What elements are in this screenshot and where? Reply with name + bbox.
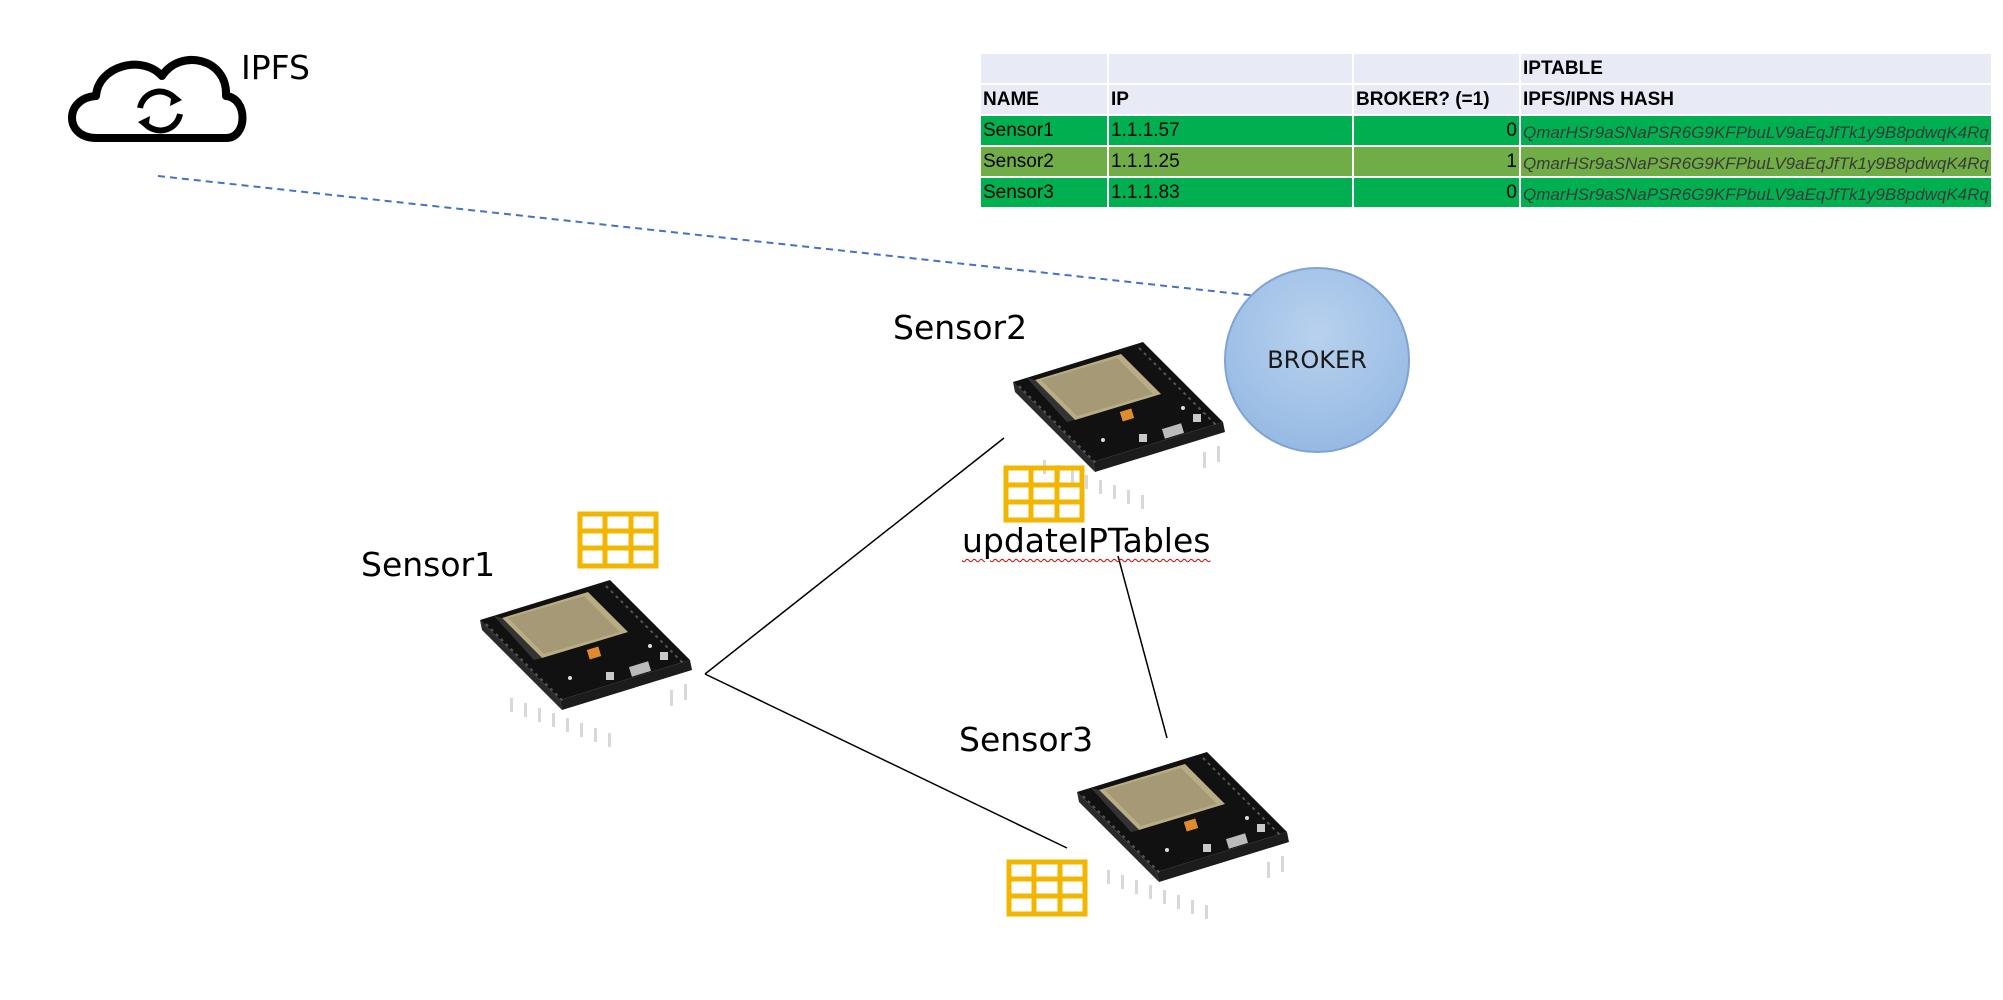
header-broker: BROKER? (=1): [1352, 83, 1521, 116]
cell-name: Sensor2: [979, 145, 1109, 178]
sensor1-board-icon: [479, 579, 693, 748]
cell-name: Sensor1: [979, 114, 1109, 147]
cell-ip: 1.1.1.25: [1107, 145, 1354, 178]
sensor2-table-icon: [1006, 468, 1082, 520]
cell-hash: QmarHSr9aSNaPSR6G9KFPbuLV9aEqJfTk1y9B8pd…: [1519, 176, 1993, 209]
sensor3-label: Sensor3: [959, 720, 1094, 759]
table-header-row: NAME IP BROKER? (=1) IPFS/IPNS HASH: [979, 83, 1993, 116]
sensor3-table-icon: [1009, 862, 1085, 914]
sensor-links: [704, 437, 1168, 849]
table-row: Sensor1 1.1.1.57 0 QmarHSr9aSNaPSR6G9KFP…: [979, 114, 1993, 147]
link-sensor1-sensor3: [704, 673, 1068, 849]
header-hash: IPFS/IPNS HASH: [1519, 83, 1993, 116]
broker-node: BROKER: [1224, 267, 1410, 453]
ip-table: IPTABLE NAME IP BROKER? (=1) IPFS/IPNS H…: [979, 52, 1993, 209]
cell-hash: QmarHSr9aSNaPSR6G9KFPbuLV9aEqJfTk1y9B8pd…: [1519, 114, 1993, 147]
update-iptables-label: updateIPTables: [962, 521, 1211, 560]
cell-ip: 1.1.1.57: [1107, 114, 1354, 147]
sensor3-board-icon: [1076, 751, 1290, 920]
table-row: Sensor2 1.1.1.25 1 QmarHSr9aSNaPSR6G9KFP…: [979, 145, 1993, 178]
table-title: IPTABLE: [1519, 52, 1993, 85]
cell-broker: 0: [1352, 176, 1521, 209]
broker-label: BROKER: [1267, 346, 1367, 374]
header-name: NAME: [979, 83, 1109, 116]
ipfs-label: IPFS: [241, 48, 310, 87]
sensor1-table-icon: [580, 514, 656, 566]
ipfs-broker-link: [157, 175, 1259, 297]
sensor1-label: Sensor1: [361, 545, 496, 584]
cell-broker: 0: [1352, 114, 1521, 147]
table-title-row: IPTABLE: [979, 52, 1993, 85]
link-sensor1-sensor2: [704, 437, 1005, 675]
table-row: Sensor3 1.1.1.83 0 QmarHSr9aSNaPSR6G9KFP…: [979, 176, 1993, 209]
cell-broker: 1: [1352, 145, 1521, 178]
cell-hash: QmarHSr9aSNaPSR6G9KFPbuLV9aEqJfTk1y9B8pd…: [1519, 145, 1993, 178]
cell-name: Sensor3: [979, 176, 1109, 209]
sensor2-label: Sensor2: [893, 308, 1028, 347]
cloud-sync-icon: [68, 56, 247, 142]
header-ip: IP: [1107, 83, 1354, 116]
cell-ip: 1.1.1.83: [1107, 176, 1354, 209]
link-sensor2-sensor3: [1117, 555, 1168, 739]
